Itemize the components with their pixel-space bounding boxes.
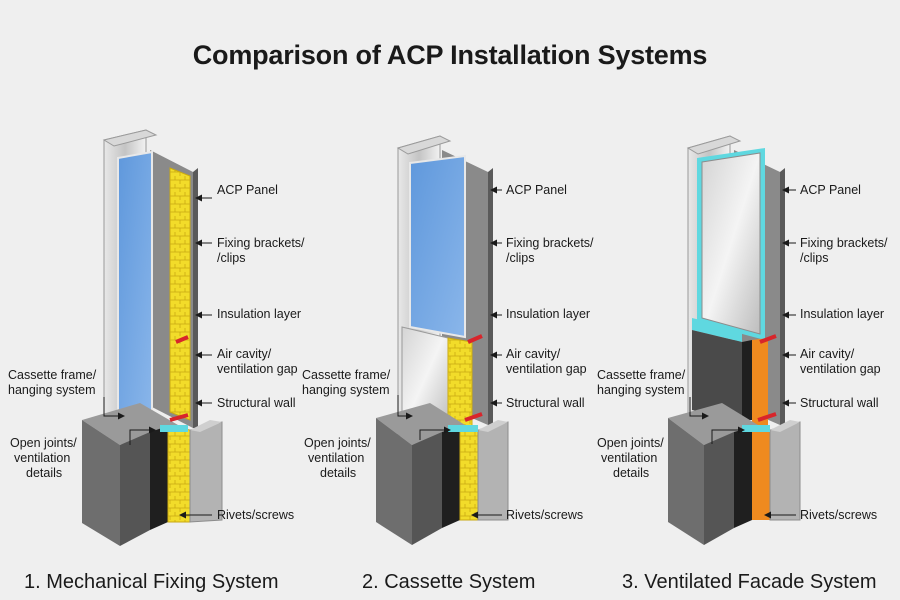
system-3-labels: ACP Panel Fixing brackets/ /clips Insula…	[597, 183, 888, 522]
label-ventilation-gap: ventilation gap	[800, 362, 881, 376]
label-acp-panel: ACP Panel	[506, 183, 567, 197]
label-cassette-frame: Cassette frame/	[597, 368, 686, 382]
label-details: details	[26, 466, 62, 480]
label-structural-wall: Structural wall	[506, 396, 585, 410]
caption-system-1: 1. Mechanical Fixing System	[24, 571, 279, 593]
cyan-gasket	[448, 425, 478, 432]
cyan-gasket	[160, 425, 188, 432]
label-fixing-brackets: Fixing brackets/	[506, 236, 594, 250]
system-1-leaders	[103, 194, 212, 519]
label-insulation-layer: Insulation layer	[506, 307, 590, 321]
label-rivets-screws: Rivets/screws	[800, 508, 877, 522]
system-1-labels: ACP Panel Fixing brackets/ /clips Insula…	[8, 183, 305, 522]
label-fixing-brackets: Fixing brackets/	[800, 236, 888, 250]
system-2-illustration	[376, 135, 509, 545]
label-ventilation: ventilation	[601, 451, 657, 465]
label-cassette-frame: Cassette frame/	[302, 368, 391, 382]
label-structural-wall: Structural wall	[217, 396, 296, 410]
label-rivets-screws: Rivets/screws	[217, 508, 294, 522]
insulation-layer	[169, 167, 191, 421]
system-2-labels: ACP Panel Fixing brackets/ /clips Insula…	[302, 183, 594, 522]
label-air-cavity: Air cavity/	[506, 347, 561, 361]
red-seal	[759, 334, 777, 344]
label-fixing-clips: /clips	[217, 251, 245, 265]
label-ventilation-gap: ventilation gap	[217, 362, 298, 376]
label-hanging-system: hanging system	[302, 383, 390, 397]
red-seal	[175, 335, 189, 344]
label-structural-wall: Structural wall	[800, 396, 879, 410]
label-air-cavity: Air cavity/	[217, 347, 272, 361]
label-details: details	[613, 466, 649, 480]
acp-panel-glass	[117, 150, 153, 426]
page-title: Comparison of ACP Installation Systems	[192, 40, 708, 70]
caption-system-3: 3. Ventilated Facade System	[622, 571, 877, 593]
label-ventilation: ventilation	[308, 451, 364, 465]
label-open-joints: Open joints/	[10, 436, 77, 450]
label-hanging-system: hanging system	[597, 383, 685, 397]
label-rivets-screws: Rivets/screws	[506, 508, 583, 522]
label-open-joints: Open joints/	[597, 436, 664, 450]
red-seal	[467, 334, 483, 344]
system-1-illustration	[82, 129, 223, 546]
system-3-illustration	[668, 135, 801, 545]
label-ventilation-gap: ventilation gap	[506, 362, 587, 376]
label-details: details	[320, 466, 356, 480]
label-insulation-layer: Insulation layer	[800, 307, 884, 321]
label-fixing-brackets: Fixing brackets/	[217, 236, 305, 250]
label-ventilation: ventilation	[14, 451, 70, 465]
label-open-joints: Open joints/	[304, 436, 371, 450]
system-3-leaders	[689, 186, 796, 519]
label-acp-panel: ACP Panel	[800, 183, 861, 197]
label-fixing-clips: /clips	[506, 251, 534, 265]
acp-panel-glass	[409, 154, 466, 339]
label-air-cavity: Air cavity/	[800, 347, 855, 361]
caption-system-2: 2. Cassette System	[362, 571, 535, 593]
base-top	[82, 403, 178, 445]
label-cassette-frame: Cassette frame/	[8, 368, 97, 382]
system-2-leaders	[397, 186, 502, 519]
base-front	[82, 420, 120, 546]
label-insulation-layer: Insulation layer	[217, 307, 301, 321]
label-fixing-clips: /clips	[800, 251, 828, 265]
label-acp-panel: ACP Panel	[217, 183, 278, 197]
label-hanging-system: hanging system	[8, 383, 96, 397]
cyan-gasket	[742, 425, 770, 432]
acp-panel-silver	[701, 152, 761, 335]
